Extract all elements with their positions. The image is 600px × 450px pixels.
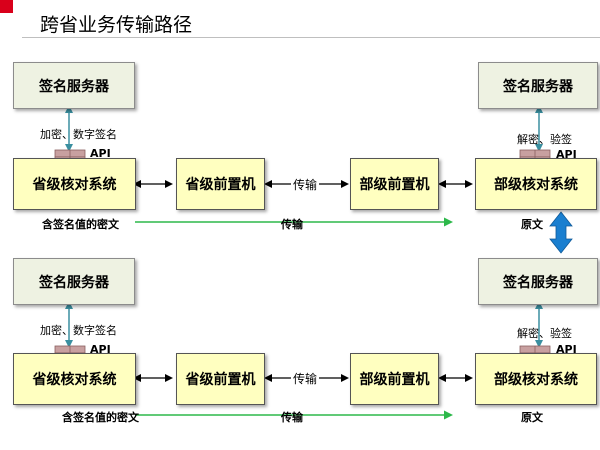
left-system-1: 省级核对系统: [13, 158, 136, 210]
right-sign-server-1: 签名服务器: [478, 62, 598, 109]
title-divider: [22, 37, 600, 38]
right-op-label-2: 解密、验签: [517, 327, 572, 340]
left-api-label-1: API: [90, 147, 111, 160]
right-front-1: 部级前置机: [350, 158, 439, 210]
plaintext-label-1: 原文: [521, 218, 543, 231]
right-system-1: 部级核对系统: [475, 158, 597, 210]
transfer-mid-label-2: 传输: [291, 370, 320, 387]
left-front-2: 省级前置机: [176, 353, 265, 405]
plaintext-label-2: 原文: [521, 411, 543, 424]
accent-square: [0, 0, 13, 13]
blue-double-arrow: [549, 211, 573, 254]
right-op-label-1: 解密、验签: [517, 133, 572, 146]
ciphertext-label-2: 含签名值的密文: [62, 411, 139, 424]
right-api-label-1: API: [556, 148, 577, 161]
right-api-label-2: API: [556, 343, 577, 356]
left-front-1: 省级前置机: [176, 158, 265, 210]
left-api-label-2: API: [90, 343, 111, 356]
transfer-label-1: 传输: [281, 218, 303, 231]
transfer-label-2: 传输: [281, 411, 303, 424]
left-sign-server-2: 签名服务器: [13, 258, 135, 305]
row1-connectors: [65, 105, 543, 227]
page-title: 跨省业务传输路径: [40, 14, 193, 36]
right-system-2: 部级核对系统: [475, 353, 597, 405]
ciphertext-label-1: 含签名值的密文: [42, 218, 119, 231]
left-sign-server-1: 签名服务器: [13, 62, 135, 109]
left-op-label-1: 加密、数字签名: [40, 128, 117, 141]
right-front-2: 部级前置机: [350, 353, 439, 405]
right-sign-server-2: 签名服务器: [478, 258, 598, 305]
transfer-mid-label-1: 传输: [291, 176, 320, 193]
row2-connectors: [65, 301, 543, 420]
left-system-2: 省级核对系统: [13, 353, 136, 405]
left-op-label-2: 加密、数字签名: [40, 324, 117, 337]
